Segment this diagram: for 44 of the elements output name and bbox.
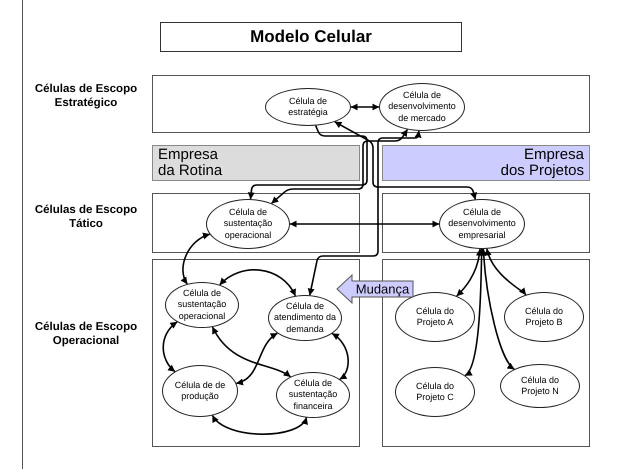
cell-label: Célula do Projeto C bbox=[414, 380, 456, 404]
band-label: Empresa dos Projetos bbox=[500, 146, 584, 180]
row-label: Células de Escopo Tático bbox=[34, 203, 138, 232]
connector-arrow bbox=[219, 269, 296, 296]
company-band bbox=[382, 145, 590, 181]
row-label: Células de Escopo Estratégico bbox=[34, 82, 138, 111]
connector-arrow bbox=[334, 121, 477, 200]
cell-label: Célula de sustentação operacional bbox=[222, 207, 274, 241]
connector-arrow bbox=[271, 129, 408, 204]
cell-ellipse bbox=[206, 199, 290, 249]
band-label: Empresa da Rotina bbox=[158, 146, 224, 180]
cell-label: Célula de atendimento da demanda bbox=[272, 301, 338, 335]
cell-label: Célula do Projeto N bbox=[520, 374, 560, 398]
connector-arrow bbox=[236, 332, 278, 385]
section-panel bbox=[152, 193, 360, 253]
connector-arrow bbox=[464, 248, 486, 376]
diagram-title: Modelo Celular bbox=[160, 22, 462, 52]
connector-arrow bbox=[485, 248, 526, 296]
connector-arrow bbox=[456, 248, 483, 297]
cell-label: Célula de desenvolvimento empresarial bbox=[448, 207, 516, 241]
connector-arrow bbox=[350, 104, 380, 110]
cell-label: Célula de sustentação operacional bbox=[176, 288, 228, 322]
cell-label: Célula de de produção bbox=[174, 380, 226, 402]
connector-arrow bbox=[162, 321, 178, 372]
section-panel bbox=[152, 75, 590, 133]
connector-arrow bbox=[480, 248, 515, 370]
cell-label: Célula do Projeto A bbox=[414, 306, 456, 328]
cell-label: Célula de estratégia bbox=[287, 96, 329, 118]
arrow-label: Mudança bbox=[356, 282, 410, 296]
connector-arrow bbox=[180, 233, 210, 284]
row-label: Células de Escopo Operacional bbox=[34, 320, 138, 349]
cell-label: Célula de sustentação financeira bbox=[288, 378, 338, 412]
connector-arrow bbox=[308, 130, 422, 296]
company-band bbox=[152, 145, 360, 181]
connector-arrow bbox=[332, 332, 349, 380]
cell-ellipse bbox=[268, 295, 342, 341]
block-arrow bbox=[336, 274, 414, 304]
connector-arrow bbox=[212, 326, 291, 378]
cell-label: Célula de desenvolvimento de mercado bbox=[388, 90, 456, 124]
section-panel bbox=[382, 193, 590, 253]
cell-label: Célula do Projeto B bbox=[524, 306, 564, 328]
connector-arrow bbox=[212, 415, 308, 435]
connector-arrow bbox=[290, 220, 440, 228]
connector-arrow bbox=[248, 125, 368, 200]
